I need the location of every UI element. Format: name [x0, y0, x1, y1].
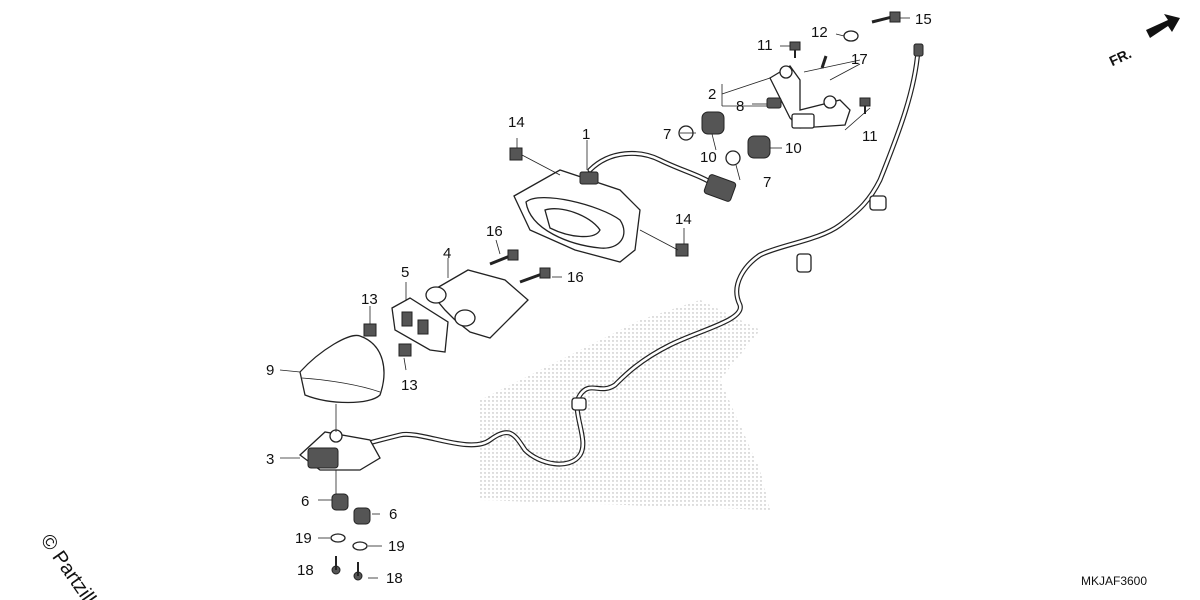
license-light [298, 429, 381, 471]
callout-19-left: 19 [295, 530, 312, 547]
bolt-16-lower [519, 267, 551, 284]
callout-9: 9 [266, 362, 274, 379]
clip-14-right [675, 243, 689, 257]
callout-8: 8 [736, 98, 744, 115]
callout-10-right: 10 [785, 140, 802, 157]
screw-11-upper [789, 41, 801, 58]
callout-18-right: 18 [386, 570, 403, 587]
callout-14-left: 14 [508, 114, 525, 131]
collar-7-lower [725, 150, 741, 166]
callout-6-right: 6 [389, 506, 397, 523]
background-dot-pattern [480, 300, 770, 510]
callout-13-lower: 13 [401, 377, 418, 394]
callout-12: 12 [811, 24, 828, 41]
screw-17 [820, 55, 828, 69]
callout-3: 3 [266, 451, 274, 468]
clip-14-left [509, 147, 523, 161]
callout-13-upper: 13 [361, 291, 378, 308]
callout-16-lower: 16 [567, 269, 584, 286]
callout-10-left: 10 [700, 149, 717, 166]
callout-16-upper: 16 [486, 223, 503, 240]
callout-14-right: 14 [675, 211, 692, 228]
front-direction-label: FR. [1107, 45, 1134, 69]
callout-6-left: 6 [301, 493, 309, 510]
clip-13-upper [363, 323, 377, 337]
leader-lines [279, 17, 910, 579]
callout-18-left: 18 [297, 562, 314, 579]
callout-11-upper: 11 [757, 37, 773, 54]
callout-17: 17 [851, 51, 868, 68]
grommet-6-left [331, 493, 349, 511]
wire-harness [342, 43, 924, 467]
washer-19-left [330, 533, 346, 543]
callouts: 1 2 3 4 5 6 6 7 7 8 9 10 10 11 11 12 13 … [266, 11, 932, 587]
callout-11-lower: 11 [862, 128, 878, 145]
collar-8 [766, 97, 782, 109]
taillight-connector [703, 174, 737, 202]
screw-18-left [331, 556, 341, 575]
screw-11-lower [859, 97, 871, 114]
grommet-6-right [353, 507, 371, 525]
callout-15: 15 [915, 11, 932, 28]
license-light-cover [299, 334, 385, 404]
callout-19-right: 19 [388, 538, 405, 555]
bolt-16-upper [489, 249, 519, 266]
callout-1: 1 [582, 126, 590, 143]
stay-bracket [769, 65, 851, 129]
callout-7-upper: 7 [663, 126, 671, 143]
bolt-15 [871, 11, 901, 24]
washer-19-right [352, 541, 368, 551]
callout-4: 4 [443, 245, 451, 262]
taillight-base [425, 269, 529, 339]
front-direction-arrow [1146, 14, 1180, 38]
washer-12 [843, 30, 859, 42]
callout-5: 5 [401, 264, 409, 281]
grommet-10-upper [701, 111, 725, 135]
license-holder-bracket [391, 297, 449, 353]
screw-18-right [353, 562, 363, 581]
watermark-text: © Partzilla [36, 530, 107, 600]
callout-2: 2 [708, 86, 716, 103]
grommet-10-lower [747, 135, 771, 159]
clip-13-lower [398, 343, 412, 357]
diagram-code: MKJAF3600 [1081, 574, 1147, 588]
callout-7-lower: 7 [763, 174, 771, 191]
taillight-assembly [513, 169, 641, 263]
